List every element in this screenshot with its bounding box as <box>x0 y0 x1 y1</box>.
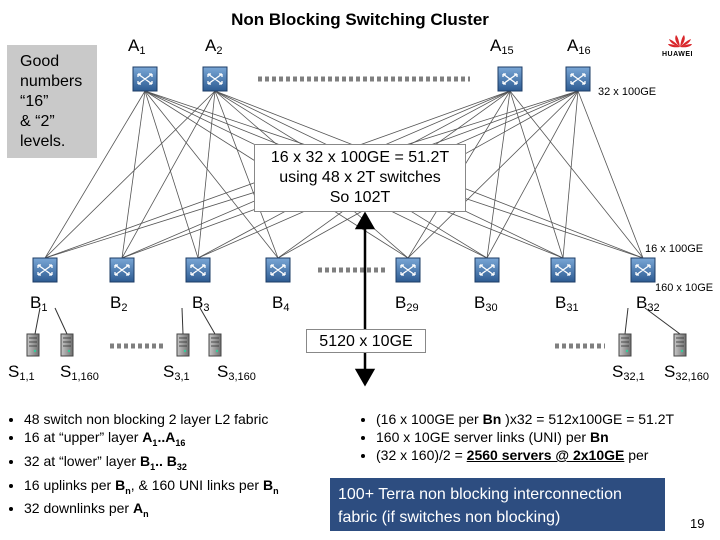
upper-label-a2: A2 <box>205 36 223 57</box>
server-icon-3-160 <box>208 333 222 357</box>
lower-label-b29: B29 <box>395 293 419 314</box>
note-text: Good numbers “16” & “2” levels. <box>20 53 83 150</box>
summary-box: 100+ Terra non blocking interconnection … <box>330 478 665 531</box>
server-label-s1-1: S1,1 <box>8 362 35 383</box>
server-icon-1-1 <box>26 333 40 357</box>
huawei-logo-icon <box>668 35 692 48</box>
lower-switch-icon-2 <box>109 257 135 283</box>
server-icon-32-1 <box>618 333 632 357</box>
upper-switch-icon-15 <box>497 66 523 92</box>
page-title: Non Blocking Switching Cluster <box>231 10 489 29</box>
lower-label-b32: B32 <box>636 293 660 314</box>
server-icon-32-160 <box>673 333 687 357</box>
left-bullet: 16 uplinks per Bn, & 160 UNI links per B… <box>24 476 326 500</box>
server-label-s32-160: S32,160 <box>664 362 709 383</box>
upper-switch-icon-1 <box>132 66 158 92</box>
lower-label-b2: B2 <box>110 293 128 314</box>
double-arrow <box>354 211 376 387</box>
lower-label-b31: B31 <box>555 293 579 314</box>
lower-switch-icon-31 <box>550 257 576 283</box>
server-label-s1-160: S1,160 <box>60 362 99 383</box>
lower-label-b1: B1 <box>30 293 48 314</box>
upper-label-a1: A1 <box>128 36 146 57</box>
right-bullet: (32 x 160)/2 = 2560 servers @ 2x10GE per <box>376 446 718 464</box>
left-bullet: 32 at “lower” layer B1.. B32 <box>24 452 326 476</box>
lower-switch-icon-30 <box>474 257 500 283</box>
right-bullet: (16 x 100GE per Bn )x32 = 512x100GE = 51… <box>376 410 718 428</box>
right-bullet: 160 x 10GE server links (UNI) per Bn <box>376 428 718 446</box>
lower-label-b30: B30 <box>474 293 498 314</box>
server-icon-3-1 <box>176 333 190 357</box>
lower-label-b3: B3 <box>192 293 210 314</box>
page-number: 19 <box>690 516 705 531</box>
huawei-logo-text: HUAWEI <box>662 51 693 58</box>
lower-switch-icon-3 <box>185 257 211 283</box>
right-bullet-list: (16 x 100GE per Bn )x32 = 512x100GE = 51… <box>358 410 718 464</box>
lower-switch-icon-4 <box>265 257 291 283</box>
server-label-s3-1: S3,1 <box>163 362 190 383</box>
server-icon-1-160 <box>60 333 74 357</box>
upper-switch-icon-16 <box>565 66 591 92</box>
lower-switch-icon-29 <box>395 257 421 283</box>
server-link-total: 5120 x 10GE <box>306 329 426 353</box>
note-box: Good numbers “16” & “2” levels. <box>7 45 97 158</box>
lower-label-b4: B4 <box>272 293 290 314</box>
upper-label-a16: A16 <box>567 36 591 57</box>
server-label-s3-160: S3,160 <box>217 362 256 383</box>
server-label-s32-1: S32,1 <box>612 362 645 383</box>
capacity-box: 16 x 32 x 100GE = 51.2T using 48 x 2T sw… <box>254 144 466 212</box>
upper-label-a15: A15 <box>490 36 514 57</box>
left-bullet: 32 downlinks per An <box>24 499 326 523</box>
downlink-label: 16 x 100GE <box>645 243 704 255</box>
left-bullet: 16 at “upper” layer A1..A16 <box>24 428 326 452</box>
server-link-label: 160 x 10GE <box>655 282 714 294</box>
left-bullet-list: 48 switch non blocking 2 layer L2 fabric… <box>6 410 326 523</box>
uplink-label: 32 x 100GE <box>598 86 657 98</box>
lower-switch-icon-1 <box>32 257 58 283</box>
upper-switch-icon-2 <box>202 66 228 92</box>
lower-switch-icon-32 <box>630 257 656 283</box>
left-bullet: 48 switch non blocking 2 layer L2 fabric <box>24 410 326 428</box>
